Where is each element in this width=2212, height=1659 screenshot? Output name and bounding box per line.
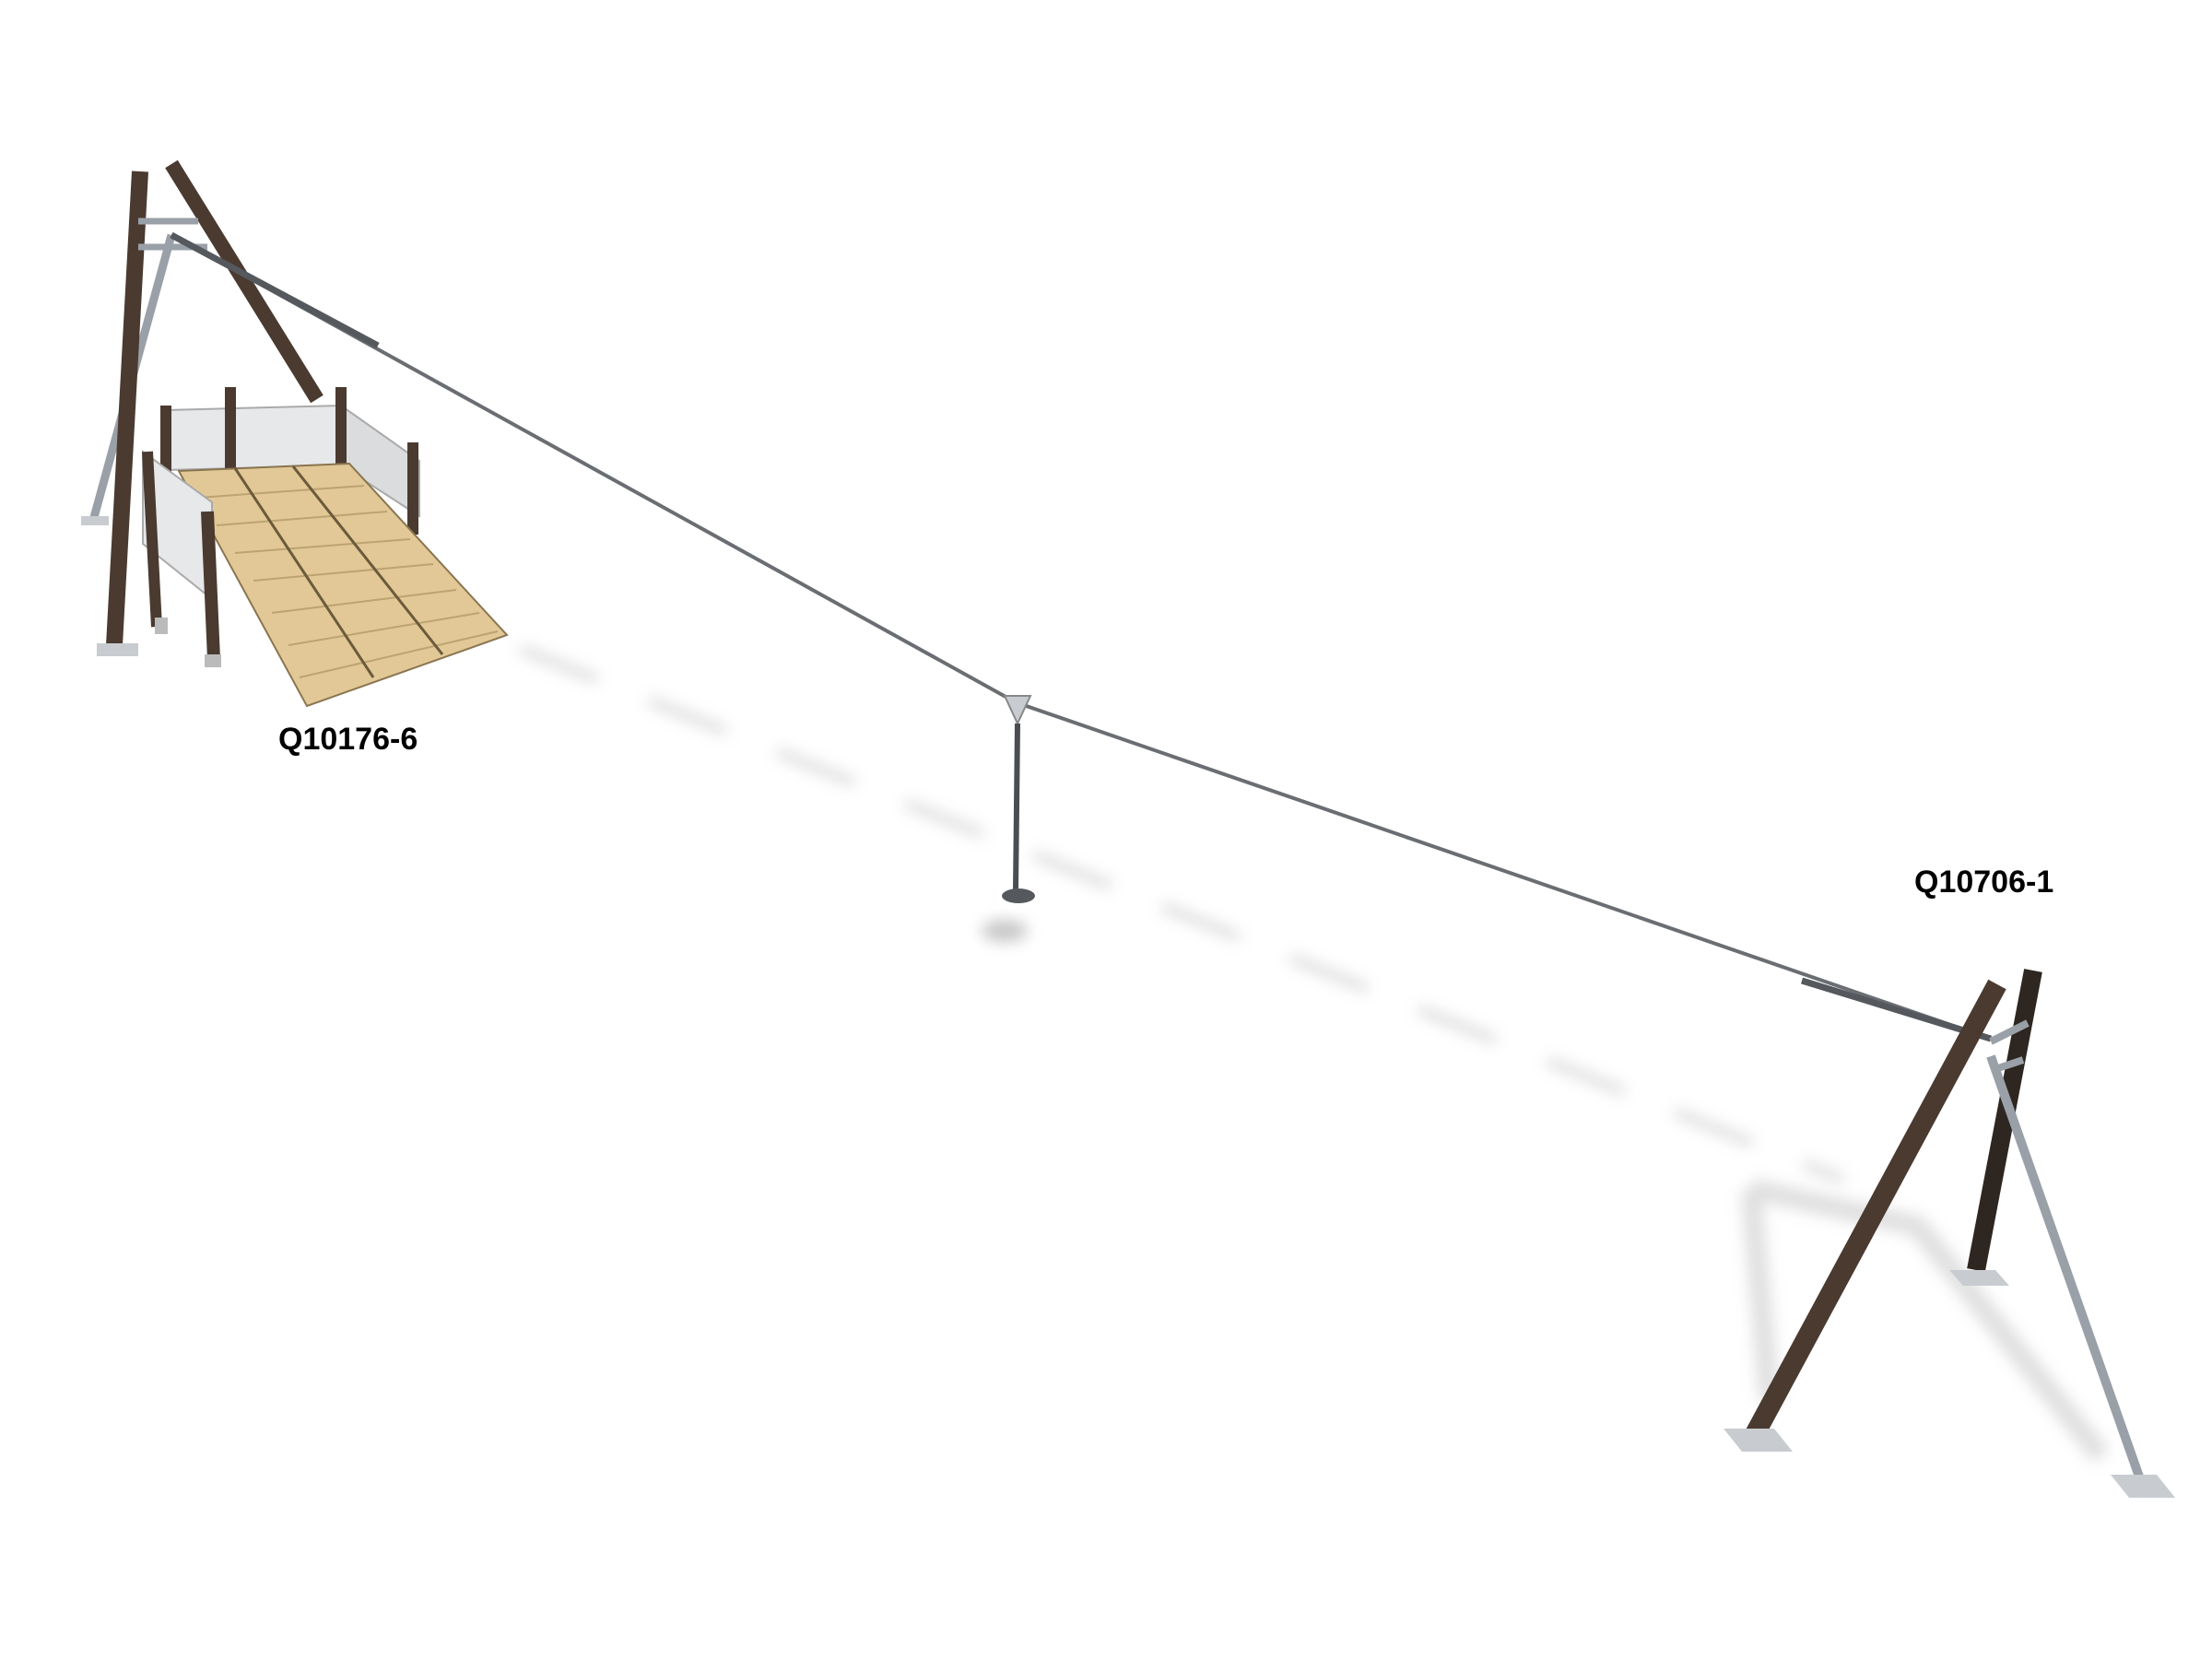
steel-strut (1986, 1054, 2145, 1481)
end-post-structure (1724, 969, 2175, 1498)
trolley-seat (1002, 695, 1035, 903)
wood-post (1967, 969, 2042, 1272)
base-plate (1724, 1429, 1793, 1452)
base-plate (1949, 1270, 2009, 1286)
wood-post-diagonal (1746, 979, 2006, 1440)
ramp-deck (177, 462, 509, 708)
base-plate (81, 516, 109, 525)
product-label-start-platform: Q10176-6 (278, 722, 418, 757)
ground-shadow (519, 644, 2110, 1463)
product-label-end-post: Q10706-1 (1914, 865, 2054, 900)
base-plate (2111, 1475, 2175, 1498)
wood-post-diagonal (165, 159, 324, 404)
back-fence (165, 404, 342, 472)
base-plate (97, 643, 138, 656)
start-platform-structure (81, 159, 509, 708)
wood-post (106, 171, 148, 646)
